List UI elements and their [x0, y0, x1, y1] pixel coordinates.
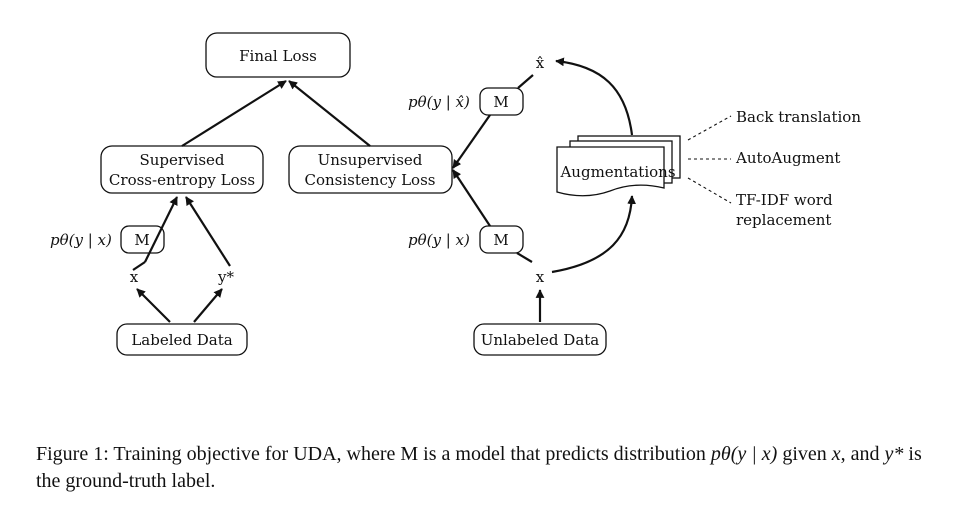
uda-diagram: Final Loss Supervised Cross-entropy Loss…: [50, 32, 861, 356]
dashed-link-back-translation: [687, 115, 732, 141]
caption-text-1: Figure 1: Training objective for UDA, wh…: [36, 443, 711, 465]
unsupervised-loss-node: Unsupervised Consistency Loss: [288, 145, 453, 194]
augmentations-node: Augmentations: [556, 135, 681, 197]
arrow-labeled-to-x: [136, 288, 171, 323]
model-label: M: [493, 93, 508, 111]
p-theta-y-given-x-label: pθ(y | x): [50, 231, 112, 249]
caption-text-4: is the ground-truth label.: [36, 443, 927, 492]
arrow-x-to-supervised: [144, 196, 178, 263]
arrow-x-to-augmentations: [551, 195, 636, 274]
arrow-unsupervised-to-final: [288, 80, 371, 147]
unlabeled-data-node: Unlabeled Data: [473, 323, 607, 356]
unsupervised-loss-label-line2: Consistency Loss: [305, 171, 436, 189]
model-line-augmented: [517, 74, 534, 89]
supervised-loss-label-line1: Supervised: [139, 151, 224, 169]
labeled-data-label: Labeled Data: [131, 331, 232, 349]
arrow-labeled-to-ystar: [193, 288, 223, 323]
arrow-supervised-to-final: [181, 80, 287, 147]
model-label: M: [493, 231, 508, 249]
p-theta-y-given-x-label: pθ(y | x): [408, 231, 470, 249]
caption-math-1: pθ(y | x): [710, 443, 778, 465]
model-line-labeled: [132, 261, 146, 271]
final-loss-node: Final Loss: [205, 32, 351, 78]
dashed-link-tfidf: [687, 177, 732, 204]
supervised-loss-node: Supervised Cross-entropy Loss: [100, 145, 264, 194]
figure-caption: Figure 1: Training objective for UDA, wh…: [36, 441, 936, 495]
arrow-x-to-unsupervised: [452, 169, 491, 227]
supervised-loss-label-line2: Cross-entropy Loss: [109, 171, 255, 189]
x-labeled-variable: x: [130, 268, 139, 286]
unsupervised-loss-label-line1: Unsupervised: [318, 151, 423, 169]
x-unlabeled-variable: x: [536, 268, 545, 286]
tfidf-label-line2: replacement: [736, 211, 831, 229]
caption-text-2: given: [777, 443, 832, 465]
tfidf-label-line1: TF-IDF word: [736, 191, 833, 209]
autoaugment-label: AutoAugment: [735, 149, 840, 167]
arrow-ystar-to-supervised: [185, 196, 231, 267]
arrow-xhat-to-unsupervised: [452, 114, 491, 169]
caption-math-2: x: [831, 443, 841, 465]
model-label: M: [134, 231, 149, 249]
final-loss-label: Final Loss: [239, 47, 317, 65]
caption-math-3: y*: [884, 443, 904, 465]
augmentations-label: Augmentations: [559, 163, 675, 181]
labeled-data-node: Labeled Data: [116, 323, 248, 356]
model-line-unlabeled: [516, 252, 533, 263]
arrow-augmentations-to-xhat: [555, 57, 634, 136]
x-hat-variable: x̂: [536, 54, 545, 72]
p-theta-y-given-xhat-label: pθ(y | x̂): [408, 93, 470, 111]
model-box-augmented: M: [479, 87, 524, 116]
unlabeled-data-label: Unlabeled Data: [481, 331, 600, 349]
caption-text-3: , and: [840, 443, 885, 465]
y-star-variable: y*: [217, 268, 234, 286]
model-box-unlabeled: M: [479, 225, 524, 254]
model-box-supervised: M: [120, 225, 165, 254]
back-translation-label: Back translation: [736, 108, 861, 126]
